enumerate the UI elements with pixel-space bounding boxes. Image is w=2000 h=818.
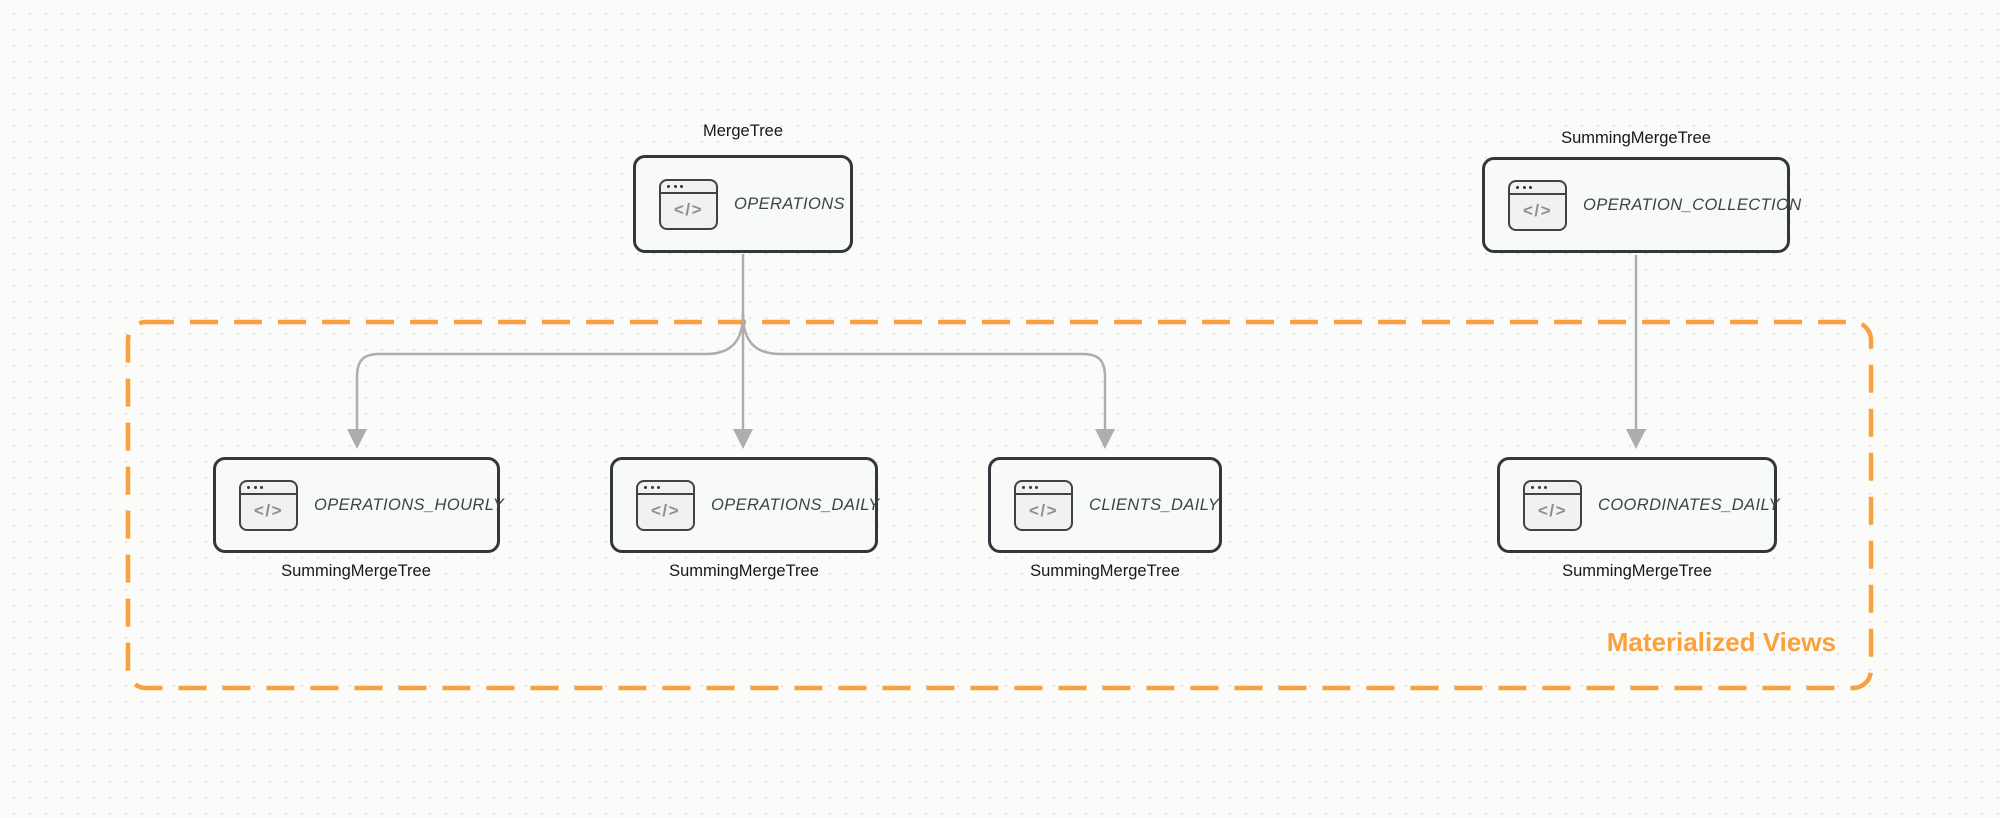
window-titlebar bbox=[1525, 482, 1580, 495]
window-titlebar bbox=[661, 181, 716, 194]
materialized-views-label: Materialized Views bbox=[1606, 627, 1836, 657]
window-dot bbox=[657, 485, 660, 489]
window-titlebar bbox=[638, 482, 693, 495]
window-dot bbox=[667, 184, 670, 188]
node-operations-hourly[interactable]: </> OPERATIONS_HOURLY bbox=[213, 457, 504, 553]
code-glyph: </> bbox=[1028, 501, 1059, 520]
node-clients-daily[interactable]: </> CLIENTS_DAILY bbox=[988, 457, 1222, 553]
node-operation-collection[interactable]: </> OPERATION_COLLECTION bbox=[1482, 157, 1801, 253]
arrowhead-operations-daily bbox=[733, 429, 753, 449]
engine-label-operations-daily: SummingMergeTree bbox=[669, 562, 819, 580]
arrowhead-operations-hourly bbox=[347, 429, 367, 449]
node-title: OPERATIONS_HOURLY bbox=[314, 495, 505, 514]
engine-label-mergetree: MergeTree bbox=[702, 122, 784, 140]
window-dot bbox=[1028, 485, 1032, 489]
code-window-icon: </> bbox=[636, 479, 695, 531]
edge-operations-to-clients-daily bbox=[741, 312, 1107, 433]
window-dot bbox=[680, 184, 683, 188]
window-dot bbox=[1537, 485, 1541, 489]
node-operations-daily[interactable]: </> OPERATIONS_DAILY bbox=[610, 457, 880, 553]
code-window-icon: </> bbox=[1014, 479, 1073, 531]
window-dot bbox=[247, 485, 250, 489]
code-glyph: </> bbox=[1537, 501, 1568, 520]
node-title: OPERATION_COLLECTION bbox=[1583, 195, 1802, 214]
window-dot bbox=[1531, 485, 1534, 489]
code-window-icon: </> bbox=[239, 479, 298, 531]
arrowhead-coordinates-daily bbox=[1626, 429, 1646, 449]
window-dot bbox=[1022, 485, 1025, 489]
window-dot bbox=[1544, 485, 1547, 489]
window-dot bbox=[1522, 185, 1526, 189]
code-window-icon: </> bbox=[1523, 479, 1582, 531]
engine-label-operation-collection: SummingMergeTree bbox=[1561, 129, 1711, 147]
code-glyph: </> bbox=[673, 200, 704, 219]
code-window-icon: </> bbox=[1508, 179, 1567, 231]
node-title: COORDINATES_DAILY bbox=[1598, 495, 1780, 514]
window-dot bbox=[260, 485, 263, 489]
node-title: OPERATIONS bbox=[734, 194, 845, 213]
edge-operations-to-operations-hourly bbox=[355, 312, 745, 433]
window-dot bbox=[253, 485, 257, 489]
engine-label-coordinates-daily: SummingMergeTree bbox=[1562, 562, 1712, 580]
materialized-views-group-box bbox=[125, 319, 1874, 691]
code-glyph: </> bbox=[253, 501, 284, 520]
window-dot bbox=[1516, 185, 1519, 189]
code-window-icon: </> bbox=[659, 178, 718, 230]
window-titlebar bbox=[241, 482, 296, 495]
window-titlebar bbox=[1510, 182, 1565, 195]
node-operations[interactable]: </> OPERATIONS bbox=[633, 155, 853, 253]
node-title: OPERATIONS_DAILY bbox=[711, 495, 880, 514]
arrowhead-clients-daily bbox=[1095, 429, 1115, 449]
code-glyph: </> bbox=[650, 501, 681, 520]
engine-label-clients-daily: SummingMergeTree bbox=[1030, 562, 1180, 580]
window-dot bbox=[1035, 485, 1038, 489]
window-titlebar bbox=[1016, 482, 1071, 495]
engine-label-operations-hourly: SummingMergeTree bbox=[281, 562, 431, 580]
node-coordinates-daily[interactable]: </> COORDINATES_DAILY bbox=[1497, 457, 1780, 553]
window-dot bbox=[673, 184, 677, 188]
window-dot bbox=[644, 485, 647, 489]
node-title: CLIENTS_DAILY bbox=[1089, 495, 1220, 514]
window-dot bbox=[650, 485, 654, 489]
window-dot bbox=[1529, 185, 1532, 189]
code-glyph: </> bbox=[1522, 201, 1553, 220]
